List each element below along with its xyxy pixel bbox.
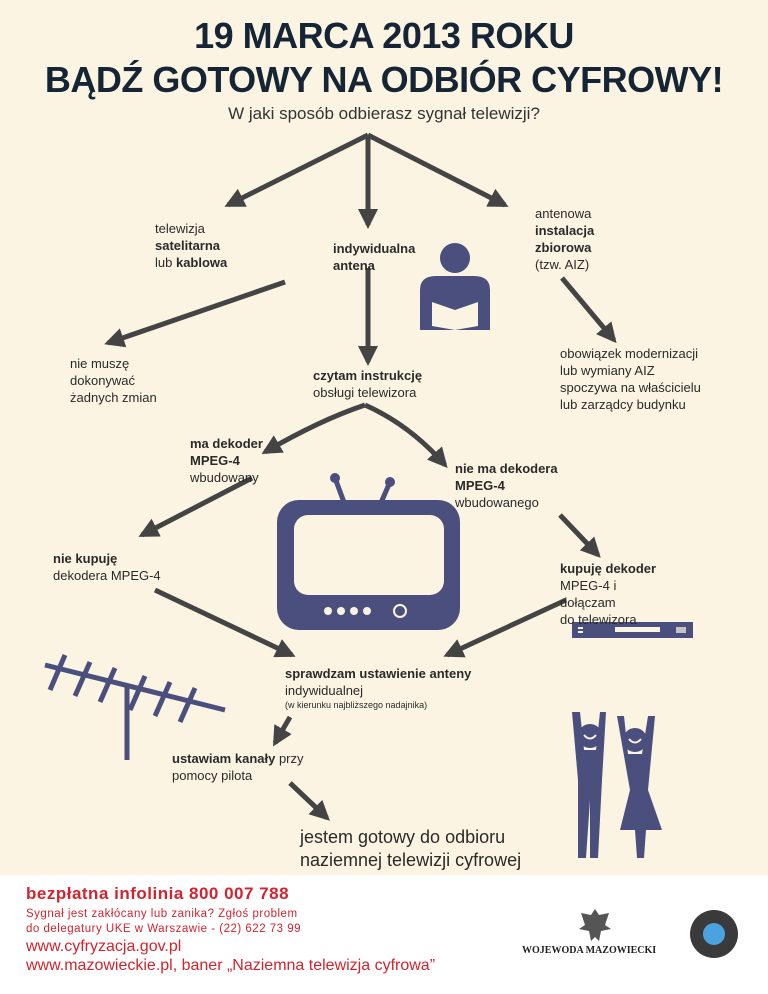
decoder-icon <box>572 622 693 638</box>
tv-cyfrowa-logo <box>690 910 738 958</box>
link-cyfryzacja[interactable]: www.cyfryzacja.gov.pl <box>26 938 182 955</box>
text: MPEG-4 <box>455 478 505 493</box>
text: przy <box>275 751 304 766</box>
wojewoda-label: WOJEWODA MAZOWIECKI <box>522 945 657 956</box>
text: telewizja <box>155 221 205 236</box>
happy-people-icon <box>572 712 662 858</box>
title-line-1: 19 MARCA 2013 ROKU <box>194 15 574 56</box>
text: (w kierunku najbliższego nadajnika) <box>285 700 428 710</box>
arrow-to-has-decoder <box>261 402 366 455</box>
eagle-emblem-icon <box>579 909 611 941</box>
text: żadnych zmian <box>70 390 157 405</box>
text: lub wymiany AIZ <box>560 363 655 378</box>
text: (tzw. AIZ) <box>535 257 590 272</box>
text: wbudowanego <box>455 495 539 510</box>
text: indywidualna <box>333 241 416 256</box>
text: sprawdzam ustawienie anteny <box>285 666 472 681</box>
tv-icon <box>277 473 460 630</box>
title-line-2: BĄDŹ GOTOWY NA ODBIÓR CYFROWY! <box>44 59 724 100</box>
arrow-to-ready <box>288 781 330 821</box>
text: dekodera MPEG-4 <box>53 568 161 583</box>
text: zbiorowa <box>535 240 592 255</box>
question: W jaki sposób odbierasz sygnał telewizji… <box>228 104 540 123</box>
arrow-to-aiz-duty <box>560 276 617 344</box>
text: antena <box>333 258 375 273</box>
text: nie muszę <box>70 356 130 371</box>
arrow-to-no-buy <box>138 475 254 538</box>
text: nie ma dekodera <box>455 461 558 476</box>
text: lub <box>155 255 176 270</box>
text: do telewizora <box>560 612 637 627</box>
text: nie kupuję <box>53 551 118 566</box>
text: czytam instrukcję <box>313 368 423 383</box>
text: lub zarządcy budynku <box>560 397 686 412</box>
text: kupuję dekoder <box>560 561 657 576</box>
arrow-to-no-decoder <box>363 402 448 469</box>
arrow-to-aiz <box>366 132 509 208</box>
arrow-to-satellite <box>224 132 370 208</box>
text: instalacja <box>535 223 595 238</box>
text: MPEG-4 <box>190 453 240 468</box>
node-no-buy: nie kupuję dekodera MPEG-4 <box>53 550 161 584</box>
flow-graphics <box>44 132 693 858</box>
poster-background: 19 MARCA 2013 ROKU BĄDŹ GOTOWY NA ODBIÓR… <box>0 0 768 875</box>
text: pomocy pilota <box>172 768 253 783</box>
node-manual: czytam instrukcję obsługi telewizora <box>313 367 422 401</box>
node-satellite: telewizja satelitarna lub kablowa <box>155 220 227 271</box>
node-aiz: antenowa instalacja zbiorowa (tzw. AIZ) <box>535 205 594 273</box>
node-aiz-duty: obowiązek modernizacji lub wymiany AIZ s… <box>560 345 701 413</box>
reading-person-icon <box>420 243 490 330</box>
text: MPEG-4 i dołączam <box>560 578 617 610</box>
text: wbudowany <box>190 470 259 485</box>
text: ma dekoder <box>190 436 263 451</box>
text: naziemnej telewizji cyfrowej <box>300 850 522 870</box>
text: satelitarna <box>155 238 221 253</box>
text: dokonywać <box>70 373 136 388</box>
arrow-to-check-left <box>153 587 296 658</box>
text: ustawiam kanały <box>172 751 276 766</box>
text: kablowa <box>175 255 228 270</box>
arrow-to-no-change <box>104 279 286 348</box>
tv-antenna-icon <box>44 654 226 760</box>
text: spoczywa na właścicielu <box>560 380 701 395</box>
text: indywidualnej <box>285 683 364 698</box>
node-no-change: nie muszę dokonywać żadnych zmian <box>70 355 157 406</box>
report-line-2: do delegatury UKE w Warszawie - (22) 622… <box>26 923 302 935</box>
node-channels: ustawiam kanały przy pomocy pilota <box>172 750 304 784</box>
node-no-decoder: nie ma dekodera MPEG-4 wbudowanego <box>455 460 558 511</box>
footer: bezpłatna infolinia 800 007 788 Sygnał j… <box>0 875 768 994</box>
arrow-to-channels <box>272 715 293 747</box>
report-line-1: Sygnał jest zakłócany lub zanika? Zgłoś … <box>26 908 298 920</box>
link-mazowieckie[interactable]: www.mazowieckie.pl, baner „Naziemna tele… <box>26 957 436 974</box>
node-has-decoder: ma dekoder MPEG-4 wbudowany <box>190 435 263 486</box>
text: antenowa <box>535 206 592 221</box>
node-buy: kupuję dekoder MPEG-4 i dołączam do tele… <box>560 560 666 628</box>
node-antenna: indywidualna antena <box>333 240 415 274</box>
arrow-to-buy <box>558 513 601 558</box>
text: obsługi telewizora <box>313 385 417 400</box>
text: obowiązek modernizacji <box>560 346 699 361</box>
text: jestem gotowy do odbioru <box>300 827 506 847</box>
hotline: bezpłatna infolinia 800 007 788 <box>26 884 290 903</box>
node-check: sprawdzam ustawienie anteny indywidualne… <box>285 665 471 711</box>
node-ready: jestem gotowy do odbioru naziemnej telew… <box>300 826 521 872</box>
arrow-to-check-right <box>443 597 568 658</box>
